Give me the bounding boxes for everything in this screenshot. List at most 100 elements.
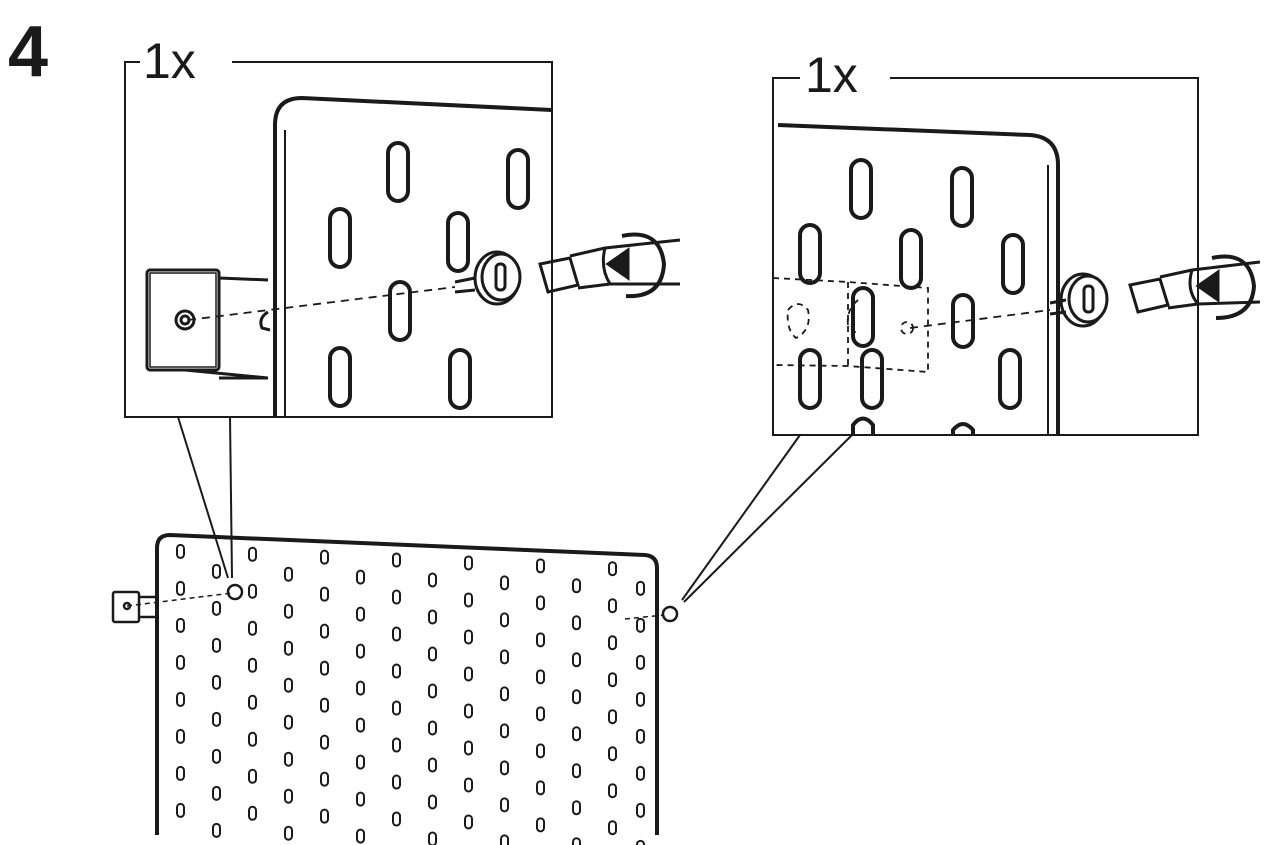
- pegboard-hole: [608, 783, 617, 799]
- right-callout-dashed-path: [909, 309, 1051, 329]
- pegboard-hole: [176, 654, 185, 670]
- pegboard-hole: [320, 808, 329, 824]
- right-label-gap: [800, 55, 890, 95]
- pegboard-hole: [392, 589, 401, 605]
- pegboard-hole: [464, 703, 473, 719]
- pegboard-hole: [636, 691, 645, 707]
- pegboard-hole: [248, 620, 257, 636]
- pegboard-hole: [608, 709, 617, 725]
- right-callout-frame: [772, 77, 1199, 436]
- pegboard-hole: [636, 580, 645, 596]
- left-callout-dashed-path: [187, 286, 456, 321]
- left-callout-quantity: 1x: [143, 33, 196, 89]
- pegboard-hole: [428, 683, 437, 699]
- right-callout-slots: [798, 158, 1025, 435]
- pegboard-hole: [572, 763, 581, 779]
- pegboard-outline: [155, 532, 659, 835]
- pegboard-hole: [248, 583, 257, 599]
- pegboard-hole: [392, 737, 401, 753]
- pegboard-hole: [356, 569, 365, 585]
- pegboard-hole: [248, 694, 257, 710]
- pegboard-hole: [356, 754, 365, 770]
- right-callout-pointer-b: [683, 434, 853, 603]
- pegboard-hole: [212, 711, 221, 727]
- pegboard-hole: [356, 791, 365, 807]
- pegboard-hole: [176, 802, 185, 818]
- pegboard-hole: [536, 595, 545, 611]
- pegboard-hole: [464, 555, 473, 571]
- pegboard-hole: [500, 834, 509, 845]
- pegboard-hole: [392, 552, 401, 568]
- pegboard-hole: [428, 572, 437, 588]
- pegboard-hole: [464, 592, 473, 608]
- pegboard-hole: [284, 788, 293, 804]
- pegboard-hole: [248, 731, 257, 747]
- pegboard-hole: [212, 563, 221, 579]
- right-callout-quantity: 1x: [805, 47, 858, 103]
- pegboard-hole: [636, 765, 645, 781]
- pegboard-hole: [212, 674, 221, 690]
- pegboard-hole: [536, 780, 545, 796]
- pegboard-hole: [248, 546, 257, 562]
- pegboard-hole: [536, 669, 545, 685]
- left-callout-screw: [454, 250, 522, 306]
- left-label-gap: [140, 40, 232, 80]
- pegboard-hole: [176, 728, 185, 744]
- pegboard-hole: [608, 672, 617, 688]
- pegboard-hole: [212, 748, 221, 764]
- pegboard-hole: [500, 649, 509, 665]
- right-callout-pointer-a: [681, 434, 801, 601]
- right-callout-screw: [1049, 272, 1109, 328]
- pegboard-hole: [428, 757, 437, 773]
- pegboard-hole: [284, 566, 293, 582]
- pegboard-hole: [356, 643, 365, 659]
- step-number: 4: [8, 12, 48, 92]
- pegboard-hole: [636, 839, 645, 845]
- left-callout-pointer-a: [177, 416, 229, 579]
- pegboard-hole: [392, 663, 401, 679]
- pegboard-left-screw: [226, 583, 244, 601]
- pegboard-hole: [320, 771, 329, 787]
- pegboard-hole: [608, 561, 617, 577]
- pegboard-hole: [536, 558, 545, 574]
- pegboard-hole: [572, 652, 581, 668]
- pegboard-hole: [248, 657, 257, 673]
- pegboard-hole: [392, 626, 401, 642]
- pegboard-hole: [392, 774, 401, 790]
- pegboard-hole: [536, 817, 545, 833]
- pegboard-hole: [500, 760, 509, 776]
- pegboard-hole: [212, 600, 221, 616]
- pegboard-hole: [356, 828, 365, 844]
- pegboard-hole: [320, 660, 329, 676]
- pegboard-hole: [356, 717, 365, 733]
- pegboard-hole: [212, 822, 221, 838]
- pegboard-hole: [636, 728, 645, 744]
- pegboard-hole: [608, 635, 617, 651]
- pegboard-right-dashed-path: [624, 614, 665, 620]
- left-callout-wall-bracket: [145, 268, 271, 380]
- pegboard-hole: [428, 646, 437, 662]
- pegboard-hole: [320, 734, 329, 750]
- right-callout-board-edge: [777, 123, 1060, 435]
- pegboard-right-screw: [661, 605, 679, 623]
- pegboard-hole: [572, 726, 581, 742]
- pegboard-hole: [320, 586, 329, 602]
- pegboard-hole: [608, 598, 617, 614]
- pegboard-hole: [608, 746, 617, 762]
- pegboard-hole: [500, 686, 509, 702]
- pegboard-hole: [320, 697, 329, 713]
- pegboard-hole: [284, 825, 293, 841]
- right-callout-hidden-bracket: [772, 277, 929, 373]
- pegboard-hole: [248, 768, 257, 784]
- left-callout-screwdriver: [538, 232, 681, 299]
- pegboard-hole: [500, 612, 509, 628]
- pegboard-hole: [176, 691, 185, 707]
- pegboard-hole: [428, 609, 437, 625]
- pegboard-hole: [464, 666, 473, 682]
- pegboard-hole: [320, 549, 329, 565]
- pegboard-hole: [212, 785, 221, 801]
- pegboard-hole: [284, 751, 293, 767]
- pegboard-panel: [111, 532, 679, 845]
- pegboard-hole: [536, 706, 545, 722]
